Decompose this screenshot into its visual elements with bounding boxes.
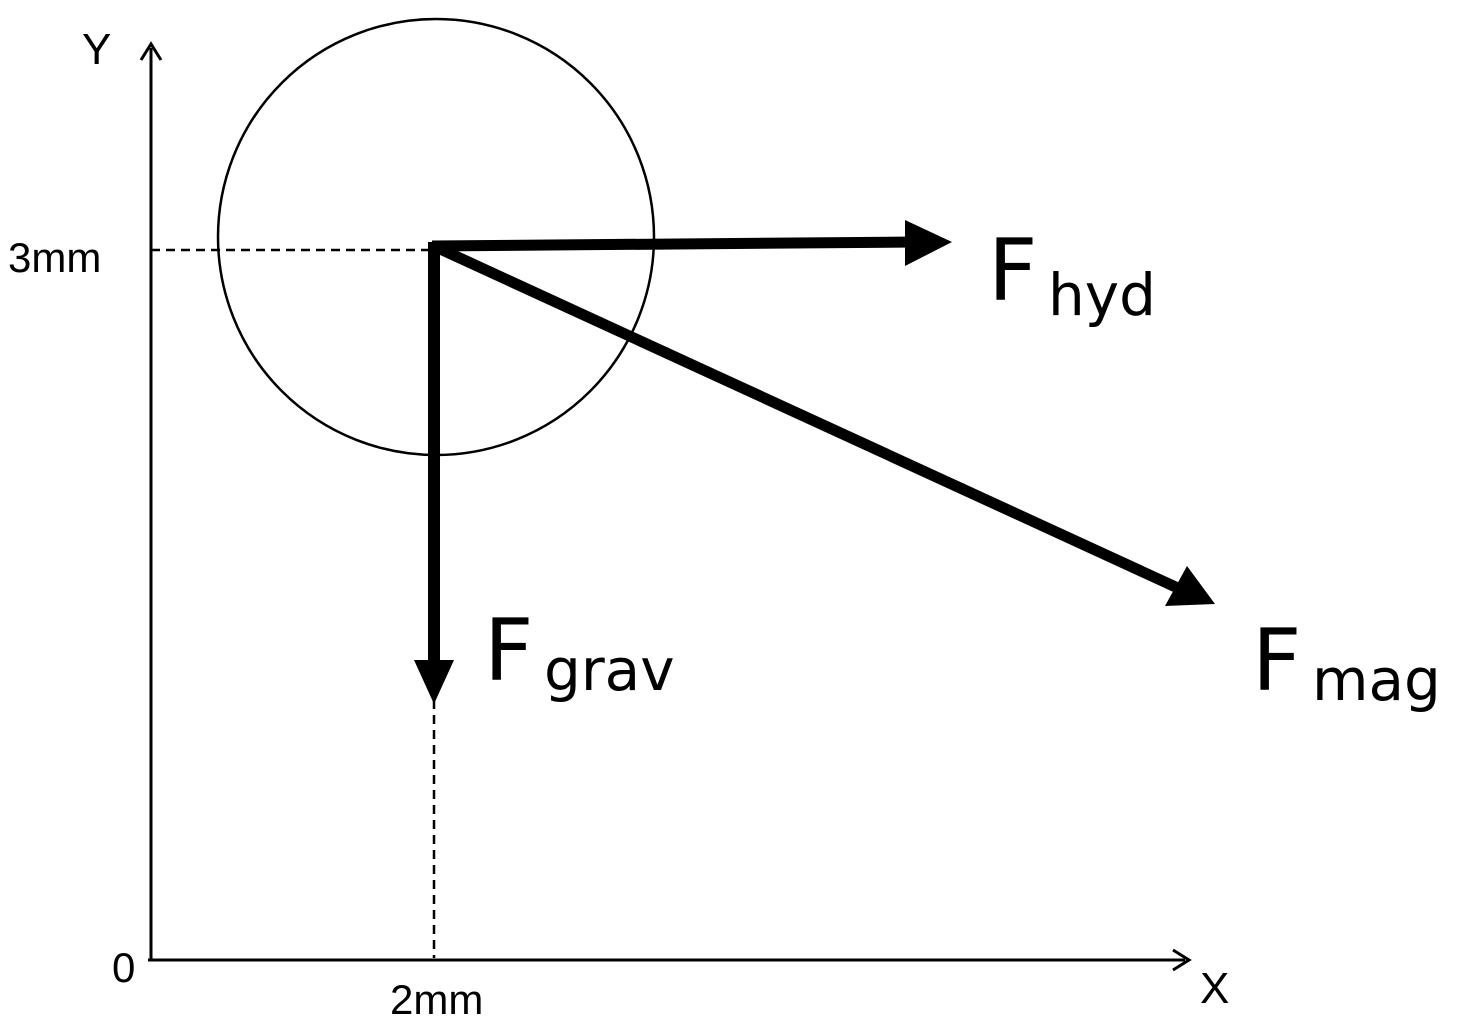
y-axis-arrowhead [139, 41, 163, 61]
hydrodynamic-force-label: F hyd [988, 221, 1156, 329]
y-axis-label: Y [82, 25, 111, 74]
hydrodynamic-force-arrowhead [905, 220, 952, 266]
hydrodynamic-force-symbol: F [988, 221, 1037, 321]
gravity-force-label: F grav [484, 601, 675, 704]
magnetic-force-arrow [435, 243, 1183, 594]
x-axis-label: X [1200, 964, 1229, 1013]
magnetic-force-label: F mag [1252, 611, 1441, 714]
gravity-force-subscript: grav [544, 636, 675, 704]
magnetic-force-subscript: mag [1312, 646, 1441, 714]
gravity-force-arrowhead [414, 660, 454, 704]
hydrodynamic-force-arrow [431, 236, 916, 252]
x-axis-arrowhead [1172, 948, 1192, 972]
magnetic-force-arrowhead [1165, 566, 1215, 606]
hydrodynamic-force-subscript: hyd [1048, 261, 1156, 329]
gravity-force-symbol: F [484, 601, 533, 701]
x-tick-label: 2mm [390, 976, 483, 1023]
origin-label: 0 [112, 944, 135, 991]
y-tick-label: 3mm [8, 234, 101, 281]
magnetic-force-symbol: F [1252, 611, 1301, 711]
